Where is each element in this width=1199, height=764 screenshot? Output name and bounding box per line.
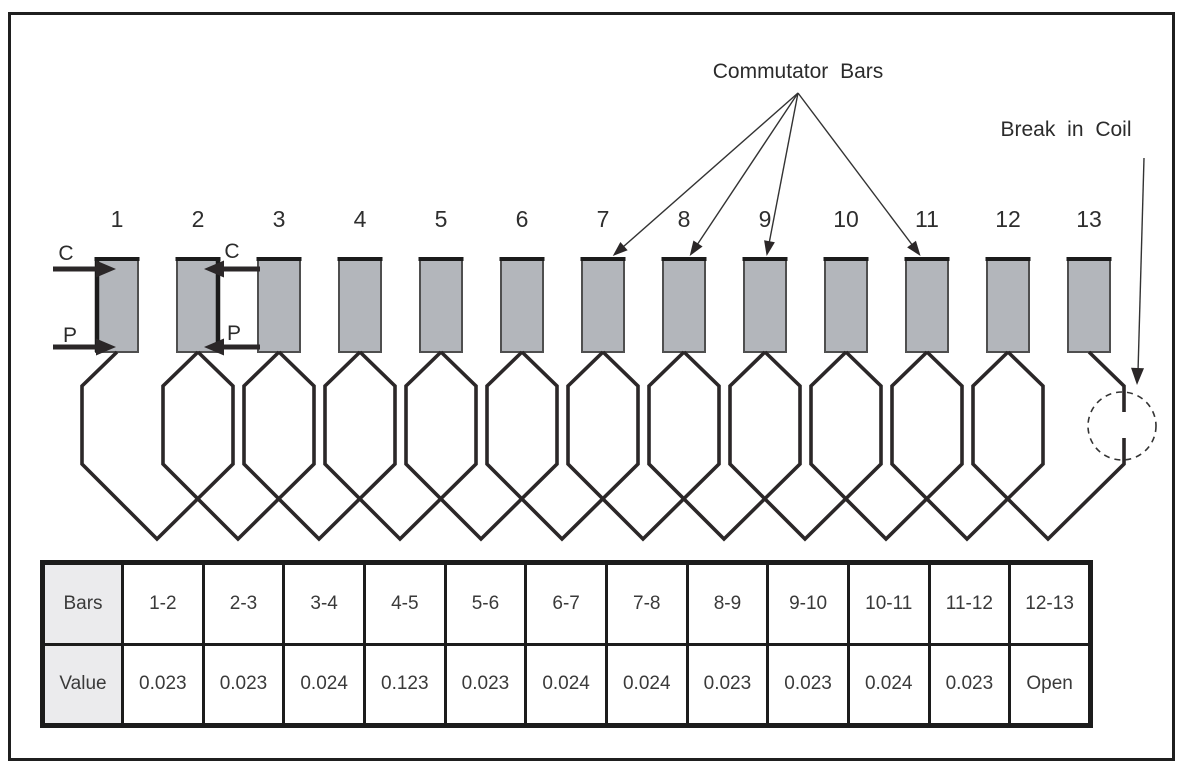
pointer-arrow-bar-8 [694,92,799,249]
table-value-cell: 0.023 [927,642,1012,727]
table-bar-pair-cell: 4-5 [362,561,447,646]
table-value-cell: Open [1008,642,1092,727]
coil-path [242,350,397,542]
break-in-coil-label: Break in Coil [1000,118,1132,141]
table-value-cell: 0.023 [121,642,205,727]
table-value-cell: 0.023 [766,642,850,727]
probe-p-label-bar1: P [62,324,77,347]
commutator-bar-rect [905,257,949,353]
table-value-cell: 0.024 [524,642,608,727]
break-arrowhead [1131,367,1145,385]
pointer-arrowhead-bar-9 [764,240,775,256]
table-bar-pair-cell: 11-12 [927,561,1012,646]
commutator-bar-rect [986,257,1030,353]
pointer-arrowhead-bar-11 [907,240,921,256]
pointer-arrow-bar-7 [619,92,799,250]
commutator-bar-rect [581,257,625,353]
bar-number: 3 [272,206,286,232]
break-arrow [1137,157,1145,373]
bar-number: 11 [915,206,939,232]
table-bar-pair-cell: 12-13 [1008,561,1092,646]
commutator-bar-rect [743,257,787,353]
table-bar-pair-cell: 2-3 [201,561,286,646]
table-bar-pair-cell: 7-8 [604,561,689,646]
table-bar-pair-cell: 5-6 [443,561,528,646]
probe-arrowhead [96,338,116,356]
coil-path [728,350,883,542]
bar-number: 6 [515,206,529,232]
probe-c-label-bar1: C [58,242,74,265]
bar-number: 1 [110,206,124,232]
bar-number: 9 [758,206,772,232]
pointer-arrowhead-bar-8 [689,240,703,256]
coil-path [485,350,640,542]
coil-path [80,350,235,542]
table-value-cell: 0.123 [362,642,447,727]
table-bar-pair-cell: 8-9 [685,561,770,646]
commutator-bar-rect [338,257,382,353]
figure-border [8,12,1175,761]
coil-path [566,350,721,542]
bar-number: 13 [1076,206,1102,232]
coil-path [323,350,478,542]
commutator-bar-rect [1067,257,1111,353]
probe-c-label-bar2: C [224,240,240,263]
coil-path [647,350,802,542]
table-bar-pair-cell: 9-10 [766,561,850,646]
probe-arrowhead [96,260,116,278]
table-bar-pair-cell: 1-2 [121,561,205,646]
coil-path [809,350,964,542]
coil-path-broken-upper [1087,350,1126,412]
break-circle [1087,391,1157,461]
table-value-cell: 0.023 [201,642,286,727]
pointer-arrow-bar-11 [797,92,916,249]
coil-path [161,350,316,542]
commutator-bar-rect [824,257,868,353]
bar-number: 10 [833,206,859,232]
coil-path [404,350,559,542]
probe-p-label-bar2: P [226,322,241,345]
coil-path [890,350,1045,542]
commutator-bar-rect [419,257,463,353]
bar-number: 8 [677,206,691,232]
pointer-arrow-bar-9 [767,92,799,247]
table-value-cell: 0.023 [685,642,770,727]
coil-path-broken-lower [971,350,1126,542]
commutator-bars-label: Commutator Bars [712,60,884,83]
bar-number: 2 [191,206,205,232]
table-bar-pair-cell: 3-4 [282,561,366,646]
bar-number: 4 [353,206,367,232]
pointer-arrowhead-bar-7 [612,241,628,256]
table-bar-pair-cell: 6-7 [524,561,608,646]
probe-arrowhead [204,338,224,356]
probe-arrowhead [204,260,224,278]
bar-number: 12 [995,206,1021,232]
table-value-cell: 0.024 [282,642,366,727]
table-bar-pair-cell: 10-11 [846,561,931,646]
table-value-cell: 0.023 [443,642,528,727]
commutator-bar-rect [257,257,301,353]
table-row-header: Value [41,642,124,727]
table-value-cell: 0.024 [846,642,931,727]
commutator-bar-rect [662,257,706,353]
table-row-header: Bars [41,561,124,646]
bar-number: 7 [596,206,610,232]
table-value-cell: 0.024 [604,642,689,727]
bar-number: 5 [434,206,448,232]
commutator-bar-rect [500,257,544,353]
